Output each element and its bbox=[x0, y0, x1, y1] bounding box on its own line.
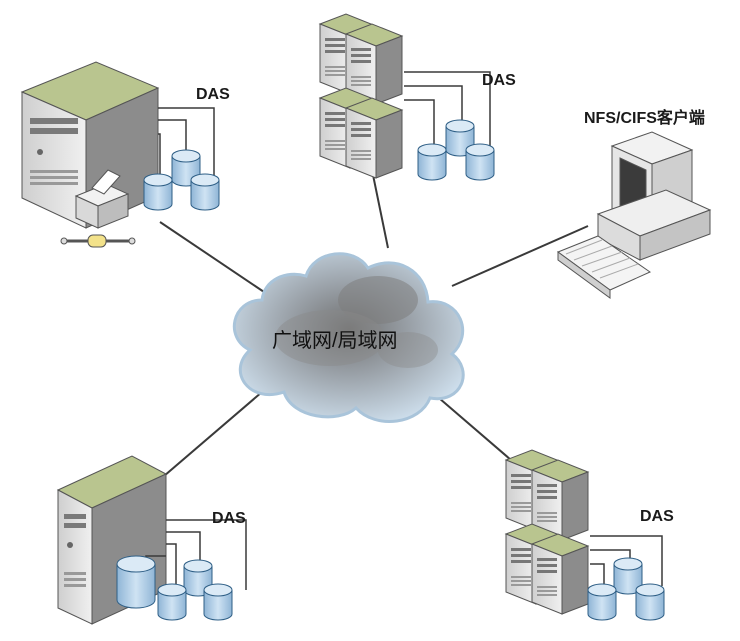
link-right-client bbox=[451, 225, 589, 287]
das-label-top-center: DAS bbox=[482, 72, 516, 89]
connector-bar-icon bbox=[60, 234, 136, 248]
link-bottom-left bbox=[149, 391, 263, 489]
das-label-bottom-left: DAS bbox=[212, 510, 246, 527]
workstation-icon bbox=[596, 131, 712, 261]
links bbox=[149, 169, 589, 489]
server-tower-icon bbox=[20, 61, 160, 229]
client-label: NFS/CIFS客户端 bbox=[584, 110, 705, 127]
link-bottom-right bbox=[431, 391, 519, 467]
das-label-bottom-right: DAS bbox=[640, 508, 674, 525]
das-disks-top-center bbox=[417, 119, 495, 181]
das-cables-bottom-left bbox=[145, 519, 247, 590]
link-top-left bbox=[159, 221, 271, 297]
keyboard-icon bbox=[556, 235, 652, 299]
rack-server-icon-bottom bbox=[505, 449, 589, 615]
das-disks-bottom-left bbox=[116, 555, 233, 621]
link-top-center bbox=[371, 169, 389, 249]
das-disks-bottom-right bbox=[587, 557, 665, 621]
cloud-label: 广域网/局域网 bbox=[272, 330, 398, 352]
printer-icon bbox=[74, 169, 130, 229]
das-label-top-left: DAS bbox=[196, 86, 230, 103]
das-cables-top-left bbox=[158, 107, 215, 178]
das-cables-top-center bbox=[404, 71, 491, 150]
rack-server-icon bbox=[319, 13, 403, 179]
network-cloud bbox=[232, 252, 465, 423]
